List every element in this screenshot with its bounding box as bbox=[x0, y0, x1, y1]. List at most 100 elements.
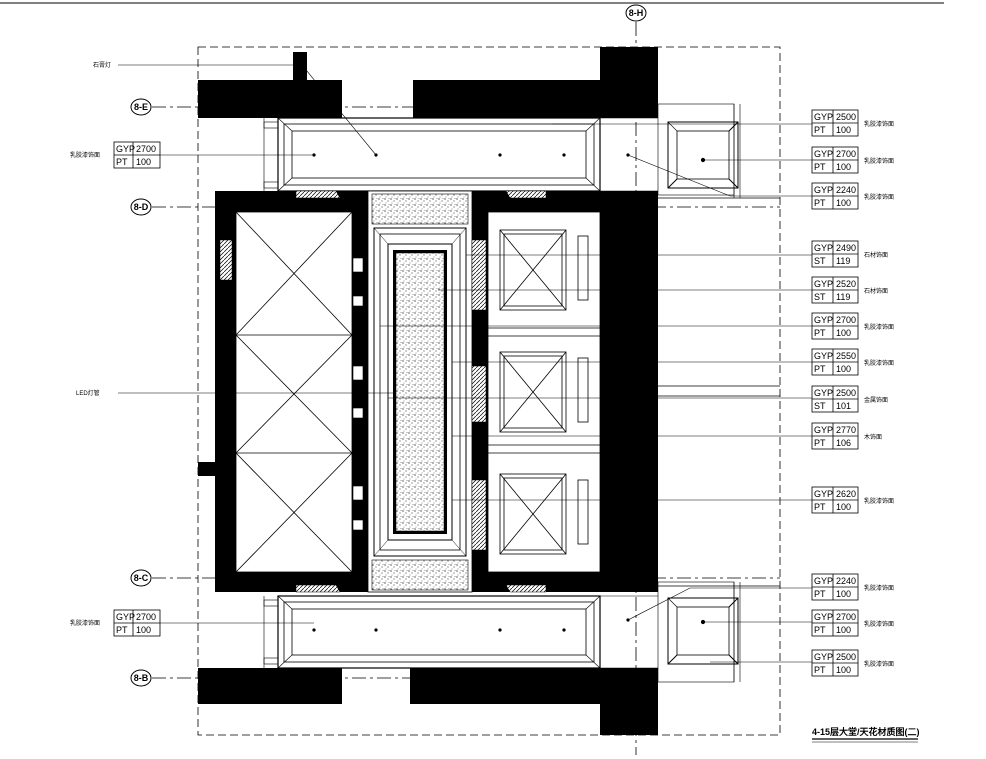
tag-code: GYP bbox=[814, 489, 833, 499]
tag-code: ST bbox=[814, 292, 826, 302]
tag-value: 2520 bbox=[836, 279, 856, 289]
tag-value: 100 bbox=[836, 198, 851, 208]
tag-note: 乳胶漆饰面 bbox=[864, 497, 894, 505]
note-top-left: 石膏灯 bbox=[93, 61, 111, 69]
drawing-title-block: 4-15层大堂/天花材质图(二) bbox=[812, 726, 920, 743]
tag-value: 2620 bbox=[836, 489, 856, 499]
corridor-side-hatch bbox=[471, 239, 487, 551]
tag-code: GYP bbox=[814, 612, 833, 622]
elevator-car-2 bbox=[499, 351, 589, 433]
tag-code: PT bbox=[116, 625, 128, 635]
tag-value: 2700 bbox=[836, 612, 856, 622]
grid-label-top: 8-H bbox=[629, 8, 644, 18]
bottom-right-ceiling-box bbox=[657, 581, 741, 683]
tag-code: GYP bbox=[814, 576, 833, 586]
top-right-ceiling-box bbox=[657, 103, 741, 198]
tag-code: GYP bbox=[814, 279, 833, 289]
tag-code: PT bbox=[814, 625, 826, 635]
tag-value: 2700 bbox=[136, 612, 156, 622]
tag-value: 100 bbox=[836, 502, 851, 512]
tag-value: 119 bbox=[836, 292, 850, 302]
tag-value: 2240 bbox=[836, 576, 856, 586]
tag-note: 乳胶漆饰面 bbox=[864, 157, 894, 165]
note-left-tag-upper: 乳胶漆饰面 bbox=[70, 151, 100, 159]
tag-note: 乳胶漆饰面 bbox=[864, 193, 894, 201]
tag-value: 2700 bbox=[136, 144, 156, 154]
tag-value: 100 bbox=[136, 625, 151, 635]
tag-code: ST bbox=[814, 401, 826, 411]
tag-note: 乳胶漆饰面 bbox=[864, 660, 894, 668]
tag-code: PT bbox=[814, 438, 826, 448]
left-tag-1: GYP 2700 PT 100 bbox=[113, 141, 161, 169]
tag-value: 2500 bbox=[836, 388, 856, 398]
tag-code: PT bbox=[814, 328, 826, 338]
tag-value: 100 bbox=[836, 589, 851, 599]
tag-note: 乳胶漆饰面 bbox=[864, 323, 894, 331]
tag-value: 101 bbox=[836, 401, 851, 411]
grid-label-8d: 8-D bbox=[134, 202, 149, 212]
tag-code: GYP bbox=[814, 315, 833, 325]
tag-value: 119 bbox=[836, 256, 850, 266]
tag-note: 乳胶漆饰面 bbox=[864, 584, 894, 592]
tag-value: 100 bbox=[836, 665, 851, 675]
top-ceiling-panel bbox=[277, 117, 601, 192]
tag-code: GYP bbox=[814, 388, 833, 398]
tag-value: 100 bbox=[836, 162, 851, 172]
grid-label-8b: 8-B bbox=[134, 673, 149, 683]
right-corridor bbox=[658, 197, 780, 587]
tag-code: GYP bbox=[814, 243, 833, 253]
tag-code: GYP bbox=[116, 144, 135, 154]
tag-code: PT bbox=[814, 198, 826, 208]
tag-value: 2500 bbox=[836, 652, 856, 662]
left-tag-2: GYP 2700 PT 100 bbox=[113, 609, 161, 637]
tag-code: GYP bbox=[116, 612, 135, 622]
elevator-bank bbox=[487, 211, 601, 573]
tag-value: 100 bbox=[136, 157, 151, 167]
grid-label-8c: 8-C bbox=[134, 573, 149, 583]
tag-code: GYP bbox=[814, 149, 833, 159]
tag-note: 乳胶漆饰面 bbox=[864, 359, 894, 367]
tag-value: 100 bbox=[836, 125, 851, 135]
bottom-panel-downlights bbox=[312, 618, 630, 632]
tag-code: PT bbox=[814, 125, 826, 135]
tag-value: 100 bbox=[836, 328, 851, 338]
tag-code: PT bbox=[814, 364, 826, 374]
grid-axis-top: 8-H bbox=[625, 4, 647, 755]
tag-value: 2700 bbox=[836, 315, 856, 325]
tag-value: 100 bbox=[836, 625, 851, 635]
top-panel-downlights bbox=[312, 153, 630, 157]
tag-value: 100 bbox=[836, 364, 851, 374]
tag-code: GYP bbox=[814, 652, 833, 662]
elevator-car-3 bbox=[499, 473, 589, 555]
tag-note: 石材饰面 bbox=[864, 287, 888, 295]
tag-value: 2700 bbox=[836, 149, 856, 159]
walls bbox=[198, 47, 658, 735]
tag-value: 2770 bbox=[836, 425, 856, 435]
tag-code: GYP bbox=[814, 351, 833, 361]
left-lobby-panels bbox=[235, 211, 353, 573]
tag-code: GYP bbox=[814, 425, 833, 435]
grid-label-8e: 8-E bbox=[134, 102, 148, 112]
left-niche bbox=[219, 239, 233, 281]
tag-code: PT bbox=[116, 157, 128, 167]
tag-code: PT bbox=[814, 665, 826, 675]
note-left-tag-lower: 乳胶漆饰面 bbox=[70, 619, 100, 627]
tag-code: PT bbox=[814, 589, 826, 599]
tag-code: ST bbox=[814, 256, 826, 266]
tag-value: 2240 bbox=[836, 185, 856, 195]
tag-note: 木饰面 bbox=[864, 433, 882, 441]
tag-note: 金属饰面 bbox=[864, 396, 888, 404]
